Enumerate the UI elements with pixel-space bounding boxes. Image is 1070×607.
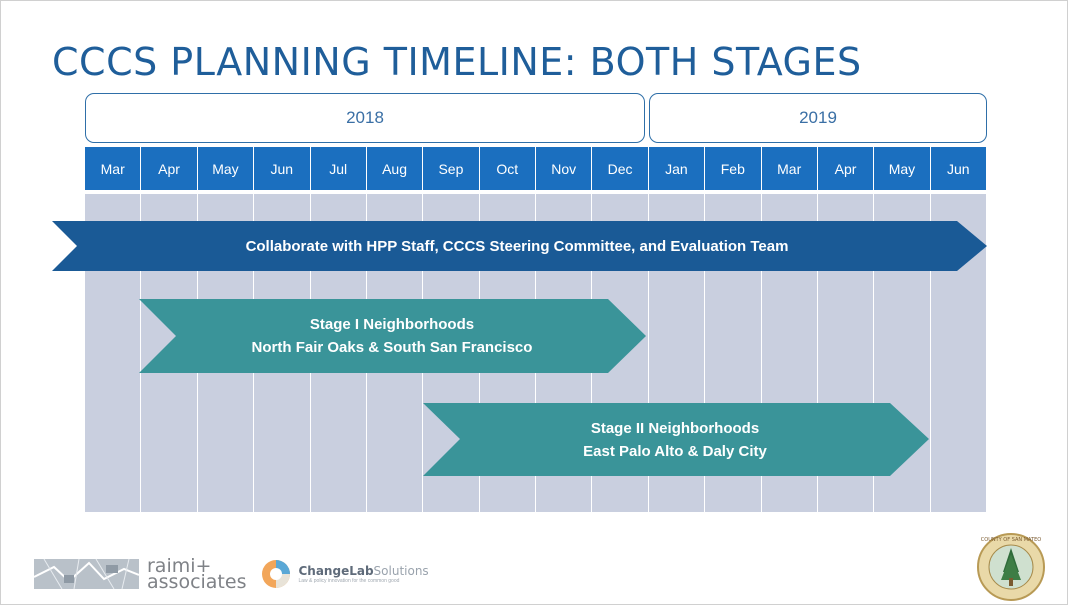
year-header-2018: 2018 [85,93,645,143]
month-cell: Apr [141,147,198,190]
month-cell: Nov [536,147,593,190]
month-cell: Jul [311,147,367,190]
month-cell: Apr [818,147,875,190]
month-cell: Jan [649,147,706,190]
changelab-name: ChangeLabSolutions [298,564,428,578]
county-seal-logo: COUNTY OF SAN MATEO [977,533,1045,601]
month-cell: Feb [705,147,762,190]
grid-column [705,194,762,512]
raimi-map-logo [34,558,139,590]
collaborate-line: Collaborate with HPP Staff, CCCS Steerin… [245,237,789,255]
month-cell: Jun [254,147,311,190]
month-cell: Sep [423,147,480,190]
partner-logos: raimi+ associates ChangeLabSolutions Law… [34,554,429,594]
stage1-label: Stage I Neighborhoods North Fair Oaks & … [176,299,608,373]
year-header-2019: 2019 [649,93,987,143]
grid-column [592,194,649,512]
stage2-neighborhoods: East Palo Alto & Daly City [583,442,767,460]
grid-column [649,194,706,512]
raimi-logo-line1: raimi+ [147,555,212,577]
changelab-name-light: Solutions [373,564,429,578]
raimi-logo-line2: associates [147,571,247,593]
stage2-arrow [423,403,929,476]
grid-column [874,194,931,512]
month-cell: Jun [947,160,970,177]
raimi-associates-logo: raimi+ associates [147,555,247,593]
collaborate-label: Collaborate with HPP Staff, CCCS Steerin… [77,221,957,271]
changelab-circle-icon [262,560,291,588]
changelab-tagline: Law & policy innovation for the common g… [298,578,400,584]
month-cell: Aug [367,147,424,190]
month-cell: Oct [480,147,536,190]
stage2-title: Stage II Neighborhoods [590,419,760,437]
month-cell: Dec [592,147,649,190]
page-title: CCCS PLANNING TIMELINE: BOTH STAGES [52,40,862,84]
seal-text: COUNTY OF SAN MATEO [981,537,1042,543]
stage2-label: Stage II Neighborhoods East Palo Alto & … [460,403,890,476]
grid-column [818,194,875,512]
grid-column [85,194,142,512]
month-cell: May [198,147,255,190]
changelab-name-bold: ChangeLab [298,564,374,578]
grid-column [762,194,818,512]
stage1-title: Stage I Neighborhoods [309,316,475,333]
collaborate-arrow [52,221,987,271]
month-cell: Mar [762,147,818,190]
month-header-row: Mar Apr May Jun Jul Aug Sep Oct Nov Dec … [85,147,986,190]
changelab-logo: ChangeLabSolutions Law & policy innovati… [260,558,429,590]
stage1-arrow [139,299,646,373]
month-cell: May [874,147,931,190]
stage1-neighborhoods: North Fair Oaks & South San Francisco [251,339,533,356]
month-cell: Mar [85,147,142,190]
